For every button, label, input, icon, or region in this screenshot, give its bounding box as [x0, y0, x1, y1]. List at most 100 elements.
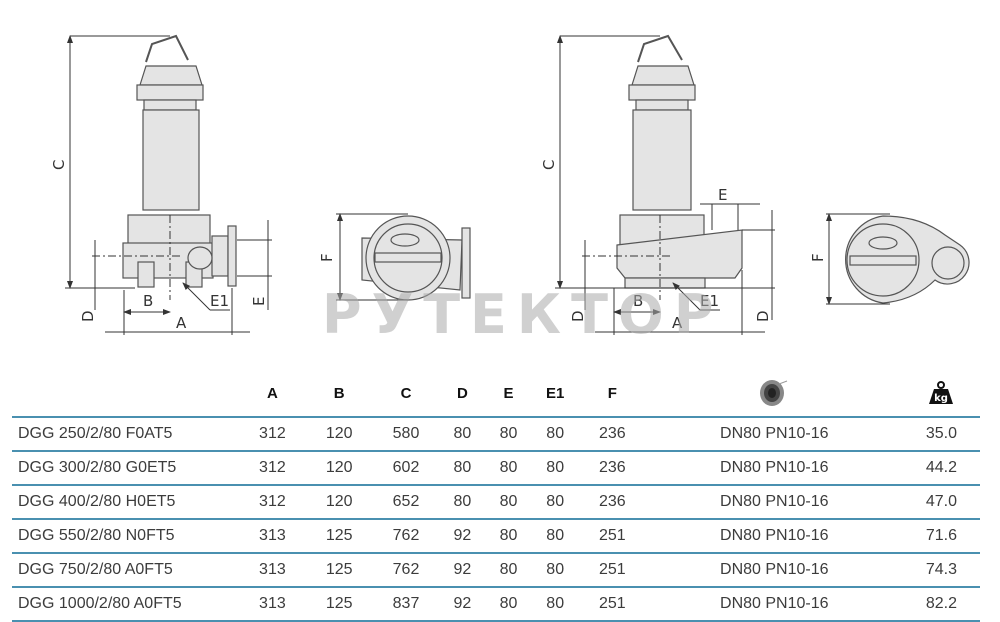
- cell-weight: 74.3: [902, 553, 980, 588]
- cell-e1: 80: [531, 451, 579, 486]
- cell-c: 652: [372, 485, 440, 520]
- cell-f: 251: [578, 587, 646, 622]
- header-weight: kg: [902, 370, 980, 418]
- dim-label-e1: E1: [700, 292, 719, 310]
- cell-e: 80: [485, 587, 532, 622]
- dim-label-b: B: [633, 292, 643, 310]
- cell-d: 80: [439, 485, 486, 520]
- cell-f: 251: [578, 553, 646, 588]
- cell-e1: 80: [531, 485, 579, 520]
- pump-side-view-2: [616, 34, 743, 289]
- dim-label-b: B: [143, 292, 153, 310]
- cell-a: 312: [239, 451, 306, 486]
- pump-top-view-1: [361, 215, 471, 301]
- table-row: DGG 400/2/80 H0ET5 312 120 652 80 80 80 …: [12, 485, 980, 520]
- table-row: DGG 300/2/80 G0ET5 312 120 602 80 80 80 …: [12, 451, 980, 486]
- dimensions-table: A B C D E E1 F kg DGG 250/2/80 F0AT5 312…: [12, 370, 980, 622]
- cell-a: 313: [239, 553, 306, 588]
- cell-e1: 80: [531, 587, 579, 622]
- table-row: DGG 250/2/80 F0AT5 312 120 580 80 80 80 …: [12, 417, 980, 452]
- cell-b: 125: [305, 519, 373, 554]
- cell-b: 125: [305, 587, 373, 622]
- pump-side-view-1: [122, 34, 237, 288]
- header-e1: E1: [531, 370, 579, 418]
- cell-weight: 82.2: [902, 587, 980, 622]
- watermark: РУТЕКТОР: [322, 283, 724, 346]
- header-b: B: [305, 370, 373, 418]
- cell-model: DGG 750/2/80 A0FT5: [12, 553, 239, 588]
- cell-b: 120: [305, 451, 373, 486]
- cell-c: 837: [372, 587, 440, 622]
- cell-b: 120: [305, 485, 373, 520]
- header-e: E: [485, 370, 532, 418]
- dim-label-d: D: [569, 310, 587, 322]
- table-row: DGG 1000/2/80 A0FT5 313 125 837 92 80 80…: [12, 587, 980, 622]
- cell-d: 92: [439, 553, 486, 588]
- cell-f: 236: [578, 451, 646, 486]
- header-flange: [645, 370, 903, 418]
- cell-model: DGG 300/2/80 G0ET5: [12, 451, 239, 486]
- header-a: A: [239, 370, 306, 418]
- cell-b: 125: [305, 553, 373, 588]
- dim-label-c: C: [50, 160, 68, 170]
- cell-weight: 35.0: [902, 417, 980, 452]
- dim-label-f: F: [318, 253, 336, 262]
- cell-f: 236: [578, 485, 646, 520]
- cell-f: 251: [578, 519, 646, 554]
- cell-c: 762: [372, 553, 440, 588]
- cell-flange: DN80 PN10-16: [645, 451, 903, 486]
- cell-weight: 44.2: [902, 451, 980, 486]
- cell-model: DGG 1000/2/80 A0FT5: [12, 587, 239, 622]
- dim-label-c: C: [540, 160, 558, 170]
- cell-flange: DN80 PN10-16: [645, 417, 903, 452]
- cell-d: 80: [439, 451, 486, 486]
- flange-icon: [760, 380, 788, 406]
- cell-model: DGG 400/2/80 H0ET5: [12, 485, 239, 520]
- cell-e1: 80: [531, 519, 579, 554]
- dim-label-e: E: [718, 186, 727, 204]
- cell-c: 602: [372, 451, 440, 486]
- cell-flange: DN80 PN10-16: [645, 519, 903, 554]
- cell-weight: 47.0: [902, 485, 980, 520]
- cell-flange: DN80 PN10-16: [645, 485, 903, 520]
- cell-e1: 80: [531, 553, 579, 588]
- dim-label-a: A: [176, 314, 187, 332]
- table-row: DGG 550/2/80 N0FT5 313 125 762 92 80 80 …: [12, 519, 980, 554]
- cell-a: 313: [239, 587, 306, 622]
- cell-model: DGG 250/2/80 F0AT5: [12, 417, 239, 452]
- cell-c: 580: [372, 417, 440, 452]
- cell-d: 80: [439, 417, 486, 452]
- cell-a: 313: [239, 519, 306, 554]
- dim-label-e1: E1: [210, 292, 229, 310]
- cell-e: 80: [485, 417, 532, 452]
- cell-f: 236: [578, 417, 646, 452]
- cell-flange: DN80 PN10-16: [645, 553, 903, 588]
- dim-label-d2: D: [754, 310, 772, 322]
- table-row: DGG 750/2/80 A0FT5 313 125 762 92 80 80 …: [12, 553, 980, 588]
- cell-d: 92: [439, 519, 486, 554]
- header-f: F: [578, 370, 646, 418]
- table-header-row: A B C D E E1 F kg: [12, 370, 980, 418]
- dim-label-e: E: [250, 297, 268, 306]
- cell-e: 80: [485, 485, 532, 520]
- cell-weight: 71.6: [902, 519, 980, 554]
- cell-e: 80: [485, 519, 532, 554]
- svg-text:kg: kg: [935, 393, 949, 404]
- cell-model: DGG 550/2/80 N0FT5: [12, 519, 239, 554]
- cell-flange: DN80 PN10-16: [645, 587, 903, 622]
- cell-e1: 80: [531, 417, 579, 452]
- dim-label-d: D: [79, 310, 97, 322]
- dim-label-f: F: [809, 253, 827, 262]
- header-model: [12, 370, 239, 418]
- cell-c: 762: [372, 519, 440, 554]
- pump-top-view-2: [845, 215, 970, 304]
- dim-label-a: A: [672, 314, 683, 332]
- header-d: D: [439, 370, 486, 418]
- header-c: C: [372, 370, 440, 418]
- technical-drawings: C D B A E1 E F: [50, 34, 970, 346]
- cell-a: 312: [239, 417, 306, 452]
- cell-e: 80: [485, 451, 532, 486]
- weight-kg-icon: kg: [929, 381, 954, 404]
- pump-drawings-svg: C D B A E1 E F: [50, 34, 970, 335]
- cell-b: 120: [305, 417, 373, 452]
